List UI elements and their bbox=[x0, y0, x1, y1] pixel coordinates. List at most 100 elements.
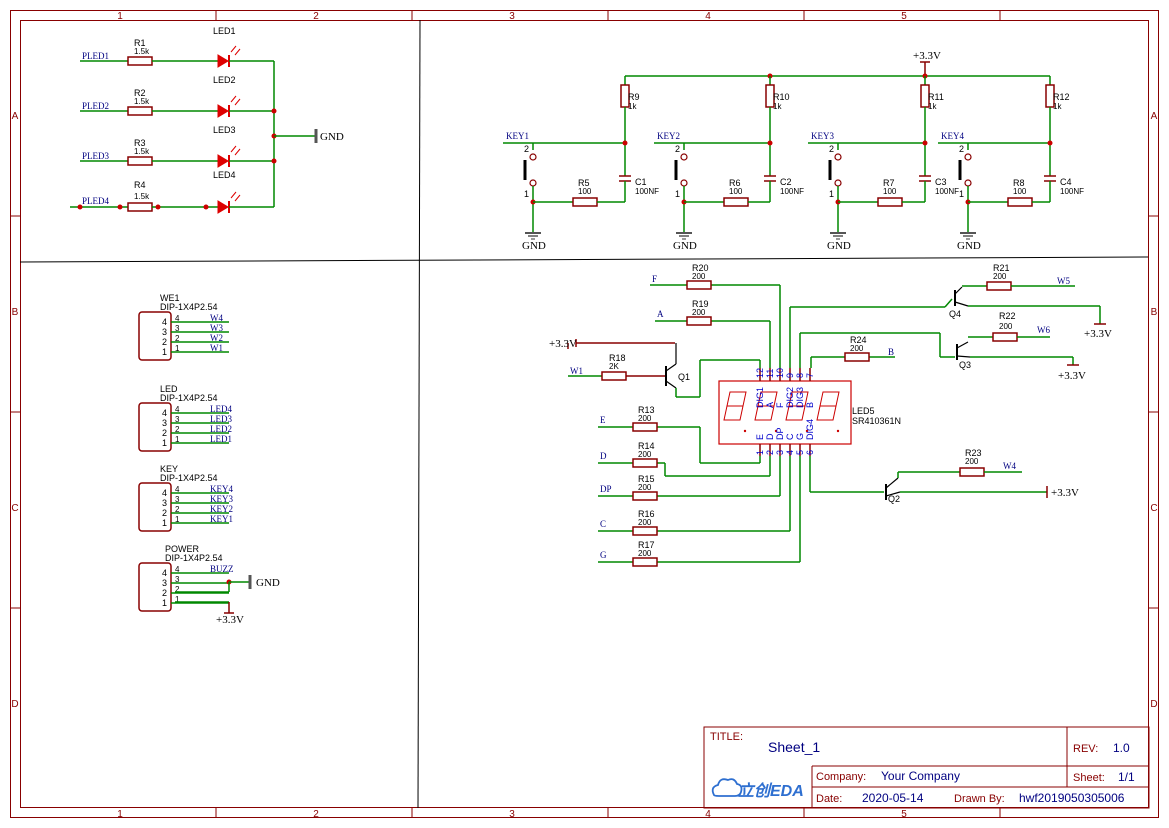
col-label: 5 bbox=[901, 809, 907, 820]
resistor bbox=[686, 316, 712, 326]
ref-label: LED3 bbox=[213, 125, 236, 135]
ref-label: R5 bbox=[578, 178, 590, 188]
gnd-label: GND bbox=[522, 240, 546, 252]
pin-number: 3 bbox=[175, 495, 180, 504]
row-label: C bbox=[11, 503, 18, 514]
value-label: 100NF bbox=[1060, 187, 1084, 196]
ref-label: R20 bbox=[692, 263, 709, 273]
ref-label: R14 bbox=[638, 441, 655, 451]
pin-label: 1 bbox=[524, 189, 529, 199]
pin-number: 1 bbox=[162, 598, 167, 608]
net-label: PLED3 bbox=[82, 151, 110, 161]
pin-number: 1 bbox=[175, 515, 180, 524]
net-label: KEY4 bbox=[941, 131, 964, 141]
header-part: DIP-1X4P2.54 bbox=[160, 393, 218, 403]
net-label: W1 bbox=[210, 343, 223, 353]
net-label: E bbox=[600, 415, 606, 425]
pin-number: 4 bbox=[175, 565, 180, 574]
net-label: B bbox=[888, 347, 894, 357]
net-label: DP bbox=[600, 484, 612, 494]
ref-label: LED4 bbox=[213, 170, 236, 180]
pin-number: 10 bbox=[775, 368, 785, 378]
transistor-q2: R23 200 W4 +3.3V Q2 bbox=[885, 448, 1079, 504]
title-label: TITLE: bbox=[710, 731, 743, 743]
led-diode-icon bbox=[217, 154, 229, 168]
ref-label: R18 bbox=[609, 353, 626, 363]
net-label: KEY1 bbox=[506, 131, 529, 141]
pin-number: 5 bbox=[795, 450, 805, 455]
ref-label: R24 bbox=[850, 335, 867, 345]
drawn-by-value: hwf2019050305006 bbox=[1019, 791, 1125, 805]
switch-contact-icon bbox=[834, 153, 842, 161]
logo-text: 立创EDA bbox=[738, 782, 804, 800]
resistor-r4 bbox=[127, 202, 153, 212]
pin-number: 3 bbox=[162, 327, 167, 337]
net-label: A bbox=[657, 309, 664, 319]
ref-label: R13 bbox=[638, 405, 655, 415]
pin-number: 3 bbox=[162, 578, 167, 588]
row-label: B bbox=[1151, 307, 1158, 318]
resistor bbox=[572, 197, 598, 207]
pin-number: 3 bbox=[175, 324, 180, 333]
title-block: TITLE: Sheet_1 REV: 1.0 Company: Your Co… bbox=[703, 726, 1150, 809]
sheet-label: Sheet: bbox=[1073, 772, 1105, 784]
pin-number: 7 bbox=[805, 373, 815, 378]
pin-number: 3 bbox=[775, 450, 785, 455]
col-label: 4 bbox=[705, 809, 711, 820]
pin-name: A bbox=[765, 402, 775, 408]
gnd-label: GND bbox=[827, 240, 851, 252]
ref-label: R10 bbox=[773, 92, 790, 102]
value-label: 100NF bbox=[780, 187, 804, 196]
ref-label: R22 bbox=[999, 311, 1016, 321]
display-wiring bbox=[598, 284, 955, 563]
pin-number: 1 bbox=[162, 518, 167, 528]
header-name: KEY bbox=[160, 464, 178, 474]
ref-label: Q1 bbox=[678, 372, 690, 382]
gnd-label: GND bbox=[673, 240, 697, 252]
net-label: PLED1 bbox=[82, 51, 109, 61]
pin-label: 1 bbox=[829, 189, 834, 199]
ref-label: LED5 bbox=[852, 406, 875, 416]
ref-label: C3 bbox=[935, 177, 947, 187]
pin-label: 2 bbox=[959, 144, 964, 154]
net-label: KEY3 bbox=[811, 131, 834, 141]
pin-number: 8 bbox=[795, 373, 805, 378]
pin-number: 2 bbox=[162, 508, 167, 518]
pin-number: 1 bbox=[175, 344, 180, 353]
connector-body bbox=[138, 402, 172, 452]
pin-number: 12 bbox=[755, 368, 765, 378]
pin-name: G bbox=[795, 433, 805, 440]
pin-number: 11 bbox=[765, 369, 775, 378]
value-label: 1.5k bbox=[134, 97, 150, 106]
pin-name: E bbox=[755, 434, 765, 440]
pin-number: 9 bbox=[785, 373, 795, 378]
vcc-label: +3.3V bbox=[216, 614, 244, 626]
value-label: 200 bbox=[638, 450, 652, 459]
rev-value: 1.0 bbox=[1113, 741, 1130, 755]
sheet-frame: 1 2 3 4 5 1 2 3 4 5 A B C D A B C D bbox=[10, 10, 1159, 820]
connector-body bbox=[138, 311, 172, 361]
pin-number: 2 bbox=[175, 334, 180, 343]
row-label: D bbox=[1150, 699, 1157, 710]
pin-number: 2 bbox=[175, 585, 180, 594]
value-label: 1k bbox=[628, 102, 637, 111]
net-label: W2 bbox=[210, 333, 223, 343]
pin-number: 2 bbox=[175, 425, 180, 434]
ref-label: R19 bbox=[692, 299, 709, 309]
pin-name: C bbox=[785, 433, 795, 440]
pin-name: B bbox=[805, 402, 815, 408]
ref-label: R12 bbox=[1053, 92, 1070, 102]
col-label: 1 bbox=[117, 11, 123, 22]
row-label: A bbox=[12, 111, 19, 122]
value-label: 200 bbox=[999, 322, 1013, 331]
resistor bbox=[632, 491, 658, 501]
value-label: 200 bbox=[993, 272, 1007, 281]
pin-name: DP bbox=[775, 427, 785, 440]
gnd-label: GND bbox=[320, 131, 344, 143]
ref-label: R16 bbox=[638, 509, 655, 519]
transistor-q4: R21 200 W5 +3.3V Q4 bbox=[944, 263, 1112, 340]
pin-label: 1 bbox=[675, 189, 680, 199]
resistor bbox=[1007, 197, 1033, 207]
net-label: W1 bbox=[570, 366, 583, 376]
